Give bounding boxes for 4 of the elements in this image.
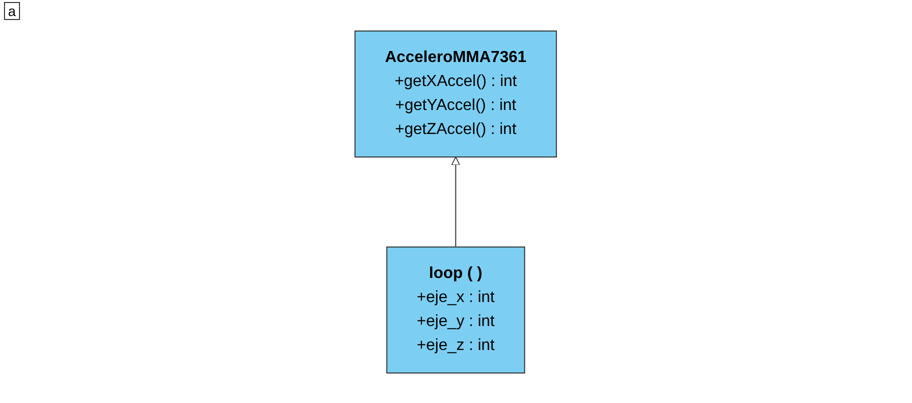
arrow <box>452 156 460 247</box>
package-tab-label: a <box>4 2 20 20</box>
node-box: AcceleroMMA7361 +getXAccel() : int +getYAccel() : int +getZAccel() : int <box>354 30 558 157</box>
node-box: loop ( ) +eje_x : int +eje_y : int +eje_z : int <box>386 246 526 373</box>
